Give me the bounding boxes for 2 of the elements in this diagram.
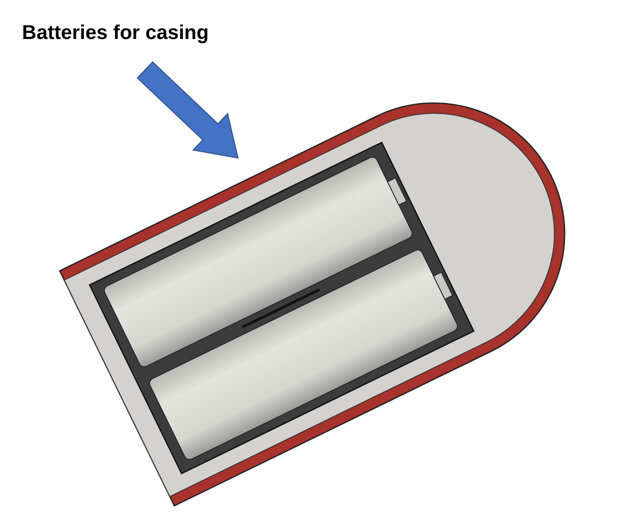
block-arrow <box>136 61 239 159</box>
caption-text: Batteries for casing <box>22 21 209 46</box>
